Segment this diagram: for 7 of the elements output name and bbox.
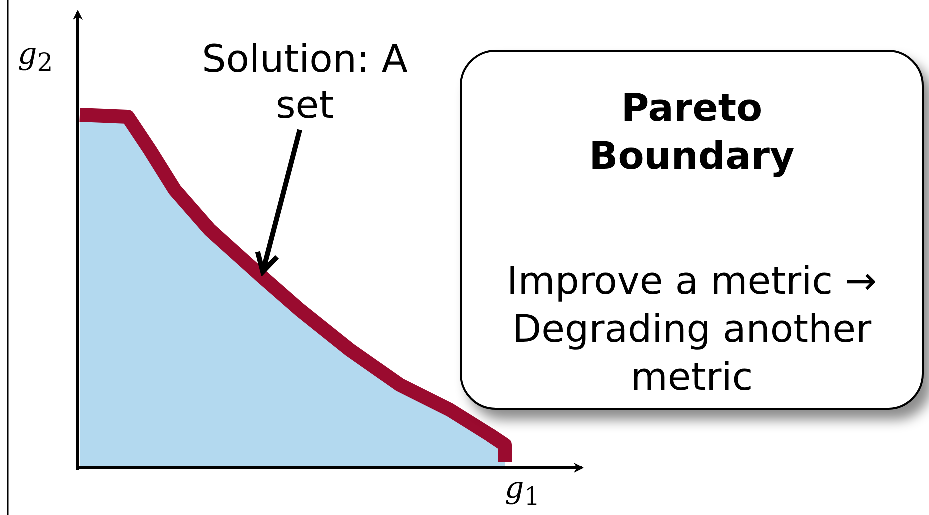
callout-box: [460, 50, 924, 410]
axis-label: g$_{1}$: [505, 472, 540, 513]
callout-heading: Pareto Boundary: [588, 85, 796, 180]
annotation-text: Solution: A set: [185, 36, 425, 128]
callout-text: Improve a metric → Degrading another metric: [506, 258, 878, 401]
axis-label: g$_{2}$: [18, 38, 54, 79]
leader-arrow: [255, 129, 302, 274]
